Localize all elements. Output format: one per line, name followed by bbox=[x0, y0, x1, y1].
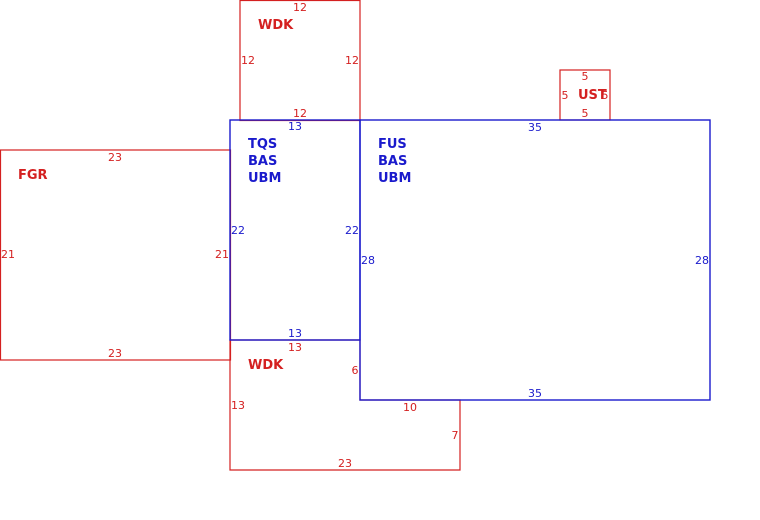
tqs-dim-left: 22 bbox=[231, 224, 245, 237]
fgr-label: FGR bbox=[18, 168, 48, 183]
ust-label: UST bbox=[578, 88, 607, 103]
fus-label-line-1: FUS bbox=[378, 137, 407, 152]
wdk-top-dim-right: 12 bbox=[345, 54, 359, 67]
fus-dim-top: 35 bbox=[528, 121, 542, 134]
ust-dim-top: 5 bbox=[582, 70, 589, 83]
ust-dim-bottom: 5 bbox=[582, 107, 589, 120]
fus-dim-left: 28 bbox=[361, 254, 375, 267]
wdk-bottom-label: WDK bbox=[248, 358, 284, 373]
fgr-dim-bottom: 23 bbox=[108, 347, 122, 360]
fgr-dim-top: 23 bbox=[108, 151, 122, 164]
tqs-dim-bottom: 13 bbox=[288, 327, 302, 340]
tqs-label-line-3: UBM bbox=[248, 171, 281, 186]
tqs-dim-right: 22 bbox=[345, 224, 359, 237]
wdk-bottom-dim-top: 13 bbox=[288, 341, 302, 354]
fus-label-line-2: BAS bbox=[378, 154, 407, 169]
fgr-dim-left: 21 bbox=[1, 248, 15, 261]
tqs-label-line-1: TQS bbox=[248, 137, 277, 152]
wdk-top-dim-bottom: 12 bbox=[293, 107, 307, 120]
fus-outline[interactable] bbox=[359, 119, 711, 401]
wdk-top-dim-top: 12 bbox=[293, 1, 307, 14]
wdk-top-label: WDK bbox=[258, 18, 294, 33]
ust-dim-left: 5 bbox=[562, 89, 569, 102]
wdk-bottom-dim-right-lower: 7 bbox=[452, 429, 459, 442]
wdk-top-dim-left: 12 bbox=[241, 54, 255, 67]
fus-dim-right: 28 bbox=[695, 254, 709, 267]
tqs-dim-top: 13 bbox=[288, 120, 302, 133]
tqs-outline[interactable] bbox=[229, 119, 361, 341]
wdk-bottom-dim-bottom: 23 bbox=[338, 457, 352, 470]
wdk-bottom-dim-right-upper: 6 bbox=[352, 364, 359, 377]
wdk-bottom-dim-step: 10 bbox=[403, 401, 417, 414]
tqs-label-line-2: BAS bbox=[248, 154, 277, 169]
ust-dim-right: 5 bbox=[602, 89, 609, 102]
wdk-bottom-dim-left: 13 bbox=[231, 399, 245, 412]
fus-dim-bottom: 35 bbox=[528, 387, 542, 400]
fgr-dim-right: 21 bbox=[215, 248, 229, 261]
fus-label-line-3: UBM bbox=[378, 171, 411, 186]
